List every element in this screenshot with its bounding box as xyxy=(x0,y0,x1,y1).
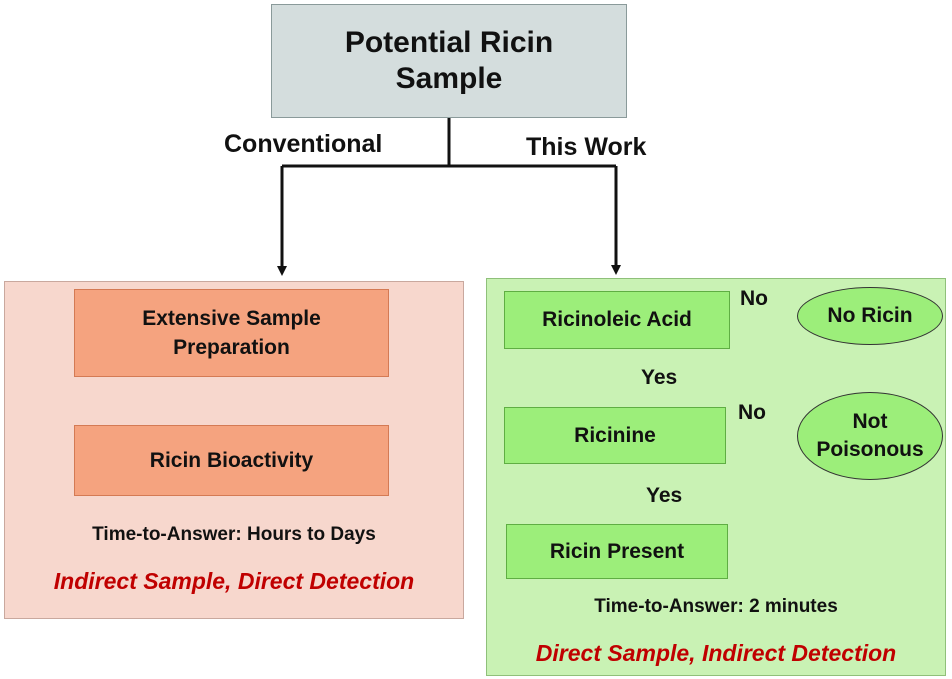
right-time-to-answer: Time-to-Answer: 2 minutes xyxy=(594,596,838,617)
ricinoleic-acid-box: Ricinoleic Acid xyxy=(504,291,730,349)
branch-label-this-work: This Work xyxy=(526,133,647,161)
left-detection-label: Indirect Sample, Direct Detection xyxy=(53,568,415,594)
ricin-present-box: Ricin Present xyxy=(506,524,728,579)
sample-prep-line2: Preparation xyxy=(173,336,290,359)
sample-prep-line1: Extensive Sample xyxy=(142,307,321,330)
not-poisonous-line1: Not xyxy=(852,410,888,433)
source-box: Potential Ricin Sample xyxy=(271,4,627,118)
yes-label-2: Yes xyxy=(646,484,683,507)
not-poisonous-line2: Poisonous xyxy=(816,438,924,461)
not-poisonous-oval: Not Poisonous xyxy=(797,392,943,480)
right-detection-label: Direct Sample, Indirect Detection xyxy=(535,640,897,666)
left-time-to-answer: Time-to-Answer: Hours to Days xyxy=(92,524,376,545)
yes-label-1: Yes xyxy=(641,366,678,389)
no-ricin-oval: No Ricin xyxy=(797,287,943,345)
no-label-2: No xyxy=(738,401,766,424)
trunk-line xyxy=(282,118,616,168)
ricin-bioactivity-box: Ricin Bioactivity xyxy=(74,425,389,496)
no-label-1: No xyxy=(740,287,768,310)
source-title-line2: Sample xyxy=(395,62,503,95)
source-title-line1: Potential Ricin xyxy=(344,26,554,59)
sample-prep-box: Extensive Sample Preparation xyxy=(74,289,389,377)
branch-label-conventional: Conventional xyxy=(224,130,383,158)
ricinine-box: Ricinine xyxy=(504,407,726,464)
